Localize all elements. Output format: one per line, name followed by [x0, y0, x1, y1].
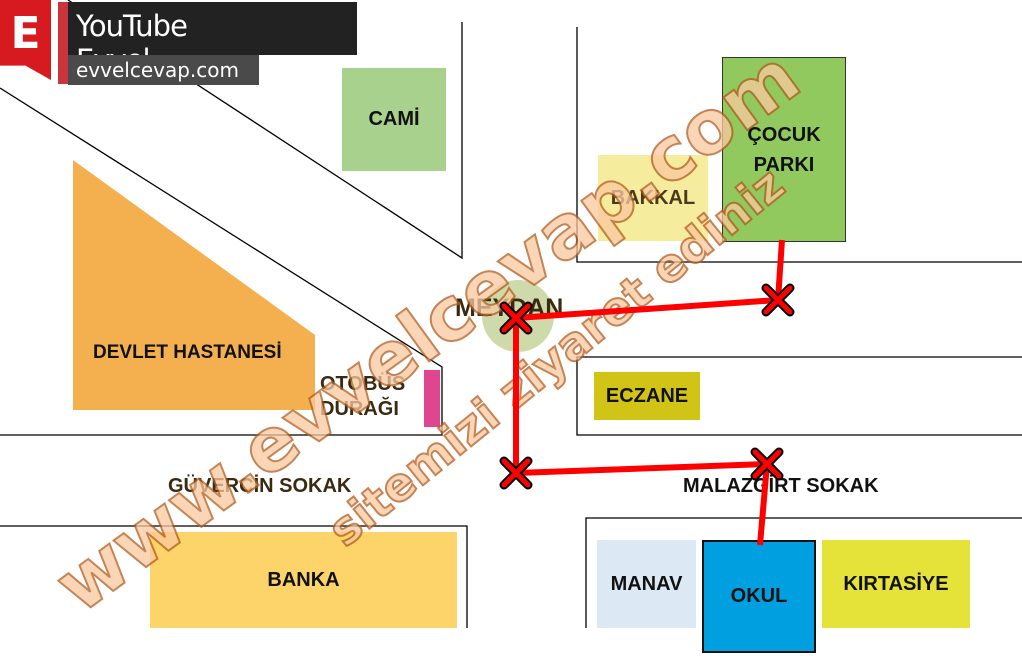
road-edge-left-upper	[67, 0, 463, 260]
kirtasiye-building: KIRTASİYE	[822, 540, 970, 628]
logo-letter: E	[10, 8, 41, 59]
cross-mark-icon	[499, 301, 533, 335]
route-path-upper	[515, 239, 785, 321]
cocuk-parki: ÇOCUK PARKI	[722, 57, 846, 242]
okul-label: OKUL	[730, 585, 788, 607]
otobus-duragi-label-1: OTOBÜS	[320, 373, 406, 395]
road-edge-left-lower	[0, 87, 443, 436]
cross-marks	[499, 283, 795, 490]
kirtasiye-label: KIRTASİYE	[843, 572, 949, 595]
bakkal-building: BAKKAL	[598, 155, 708, 241]
manav-building: MANAV	[597, 540, 696, 628]
road-edge-right-lower	[585, 517, 1022, 628]
cami-building: CAMİ	[342, 68, 446, 171]
road-edge-right-upper	[576, 27, 1022, 263]
road-edge-bottom-left	[0, 525, 468, 628]
route-path-lower	[513, 318, 770, 546]
cross-mark-icon	[750, 447, 784, 481]
banka-label: BANKA	[267, 568, 340, 591]
devlet-hastanesi-label: DEVLET HASTANESİ	[93, 342, 282, 363]
otobus-duragi-label-2: DURAĞI	[320, 398, 399, 420]
manav-label: MANAV	[610, 572, 683, 595]
logo-url-bar	[68, 55, 259, 85]
malazgirt-sokak-label: MALAZGİRT SOKAK	[683, 475, 879, 497]
road-edge-eczane-block	[576, 356, 1022, 436]
logo-title-bar	[68, 2, 357, 55]
cross-mark-icon	[499, 456, 533, 490]
logo-stripe	[58, 2, 68, 84]
bus-stop-marker	[424, 370, 440, 427]
eczane-building: ECZANE	[594, 372, 700, 420]
cami-label: CAMİ	[368, 108, 420, 130]
cocuk-parki-label: ÇOCUK PARKI	[747, 123, 821, 176]
bakkal-label: BAKKAL	[610, 186, 696, 209]
logo-url: evvelcevap.com	[76, 58, 239, 82]
cross-mark-icon	[761, 283, 795, 317]
banka-building: BANKA	[150, 532, 457, 628]
eczane-label: ECZANE	[605, 384, 689, 407]
guvercin-sokak-label: GÜVERCİN SOKAK	[168, 475, 352, 497]
